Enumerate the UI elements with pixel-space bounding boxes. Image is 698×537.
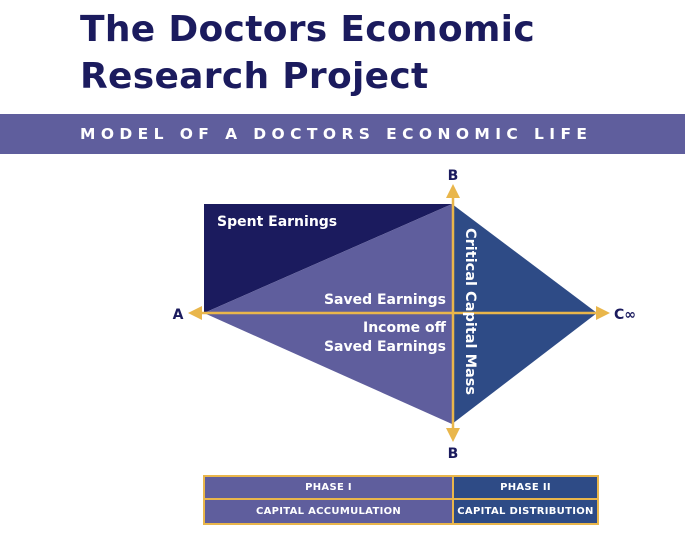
arrow-down-icon [446,428,460,442]
capital-distribution-label: CAPITAL DISTRIBUTION [457,506,594,517]
point-b-top-label: B [448,168,459,184]
arrow-right-icon [596,306,610,320]
arrow-left-icon [188,306,202,320]
point-c-label: C∞ [614,307,636,323]
phase-2-header: PHASE II [452,475,599,500]
phase-2-label: PHASE II [500,482,551,493]
phase-1-label: PHASE I [305,482,352,493]
spent-earnings-label: Spent Earnings [217,214,337,230]
phase-table: PHASE I PHASE II CAPITAL ACCUMULATION CA… [203,475,599,525]
income-off-label-line2: Saved Earnings [324,339,446,355]
banner-text: MODEL OF A DOCTORS ECONOMIC LIFE [80,125,593,143]
page-title: The Doctors Economic Research Project [80,9,535,97]
saved-earnings-label: Saved Earnings [324,292,446,308]
arrow-up-icon [446,184,460,198]
saved-earnings-region [204,204,452,313]
subtitle-banner: MODEL OF A DOCTORS ECONOMIC LIFE [0,114,685,154]
income-off-label-line1: Income off [363,320,447,336]
phase-1-name-cell: CAPITAL ACCUMULATION [203,498,454,525]
phase-1-header: PHASE I [203,475,454,500]
phase-2-name-cell: CAPITAL DISTRIBUTION [452,498,599,525]
critical-capital-mass-label: Critical Capital Mass [462,228,478,395]
point-a-label: A [173,307,184,323]
income-off-saved-earnings-region [204,313,452,424]
capital-accumulation-label: CAPITAL ACCUMULATION [255,506,402,517]
point-b-bottom-label: B [448,446,459,462]
